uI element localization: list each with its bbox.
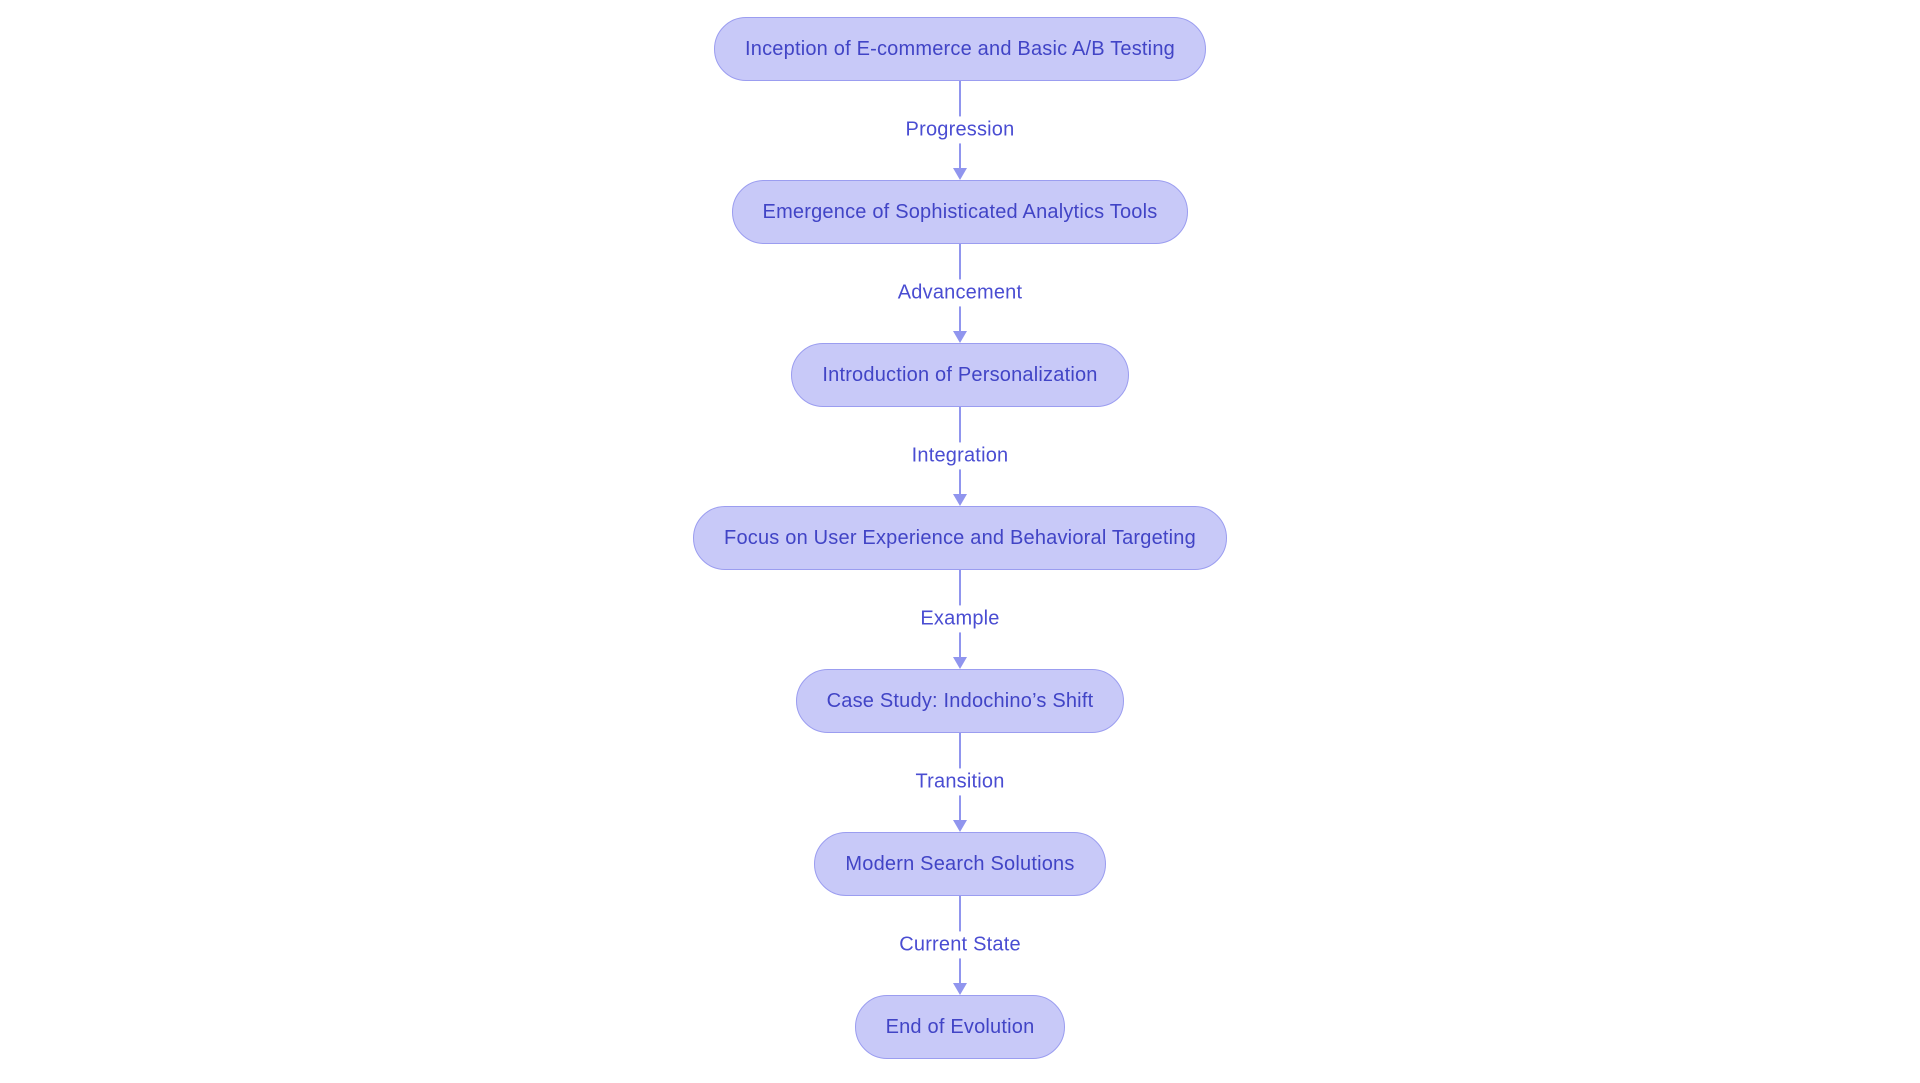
flow-node-label: Inception of E-commerce and Basic A/B Te… (745, 37, 1175, 60)
edge-label: Integration (903, 441, 1017, 469)
flow-node: Focus on User Experience and Behavioral … (693, 506, 1227, 570)
flow-edge: Advancement (830, 244, 1090, 343)
flow-node-label: Case Study: Indochino’s Shift (826, 689, 1094, 712)
edge-label: Progression (897, 115, 1023, 143)
arrowhead-down-icon (953, 331, 967, 343)
flow-node: Case Study: Indochino’s Shift (795, 669, 1125, 733)
flow-node: Emergence of Sophisticated Analytics Too… (731, 180, 1189, 244)
flow-edge: Progression (830, 81, 1090, 180)
flow-edge: Transition (830, 733, 1090, 832)
flow-node-label: Introduction of Personalization (822, 363, 1098, 386)
edge-label: Advancement (889, 278, 1031, 306)
arrowhead-down-icon (953, 657, 967, 669)
flow-edge: Example (830, 570, 1090, 669)
flow-node: End of Evolution (854, 995, 1066, 1059)
flow-node: Introduction of Personalization (791, 343, 1129, 407)
flow-edge: Current State (830, 896, 1090, 995)
arrowhead-down-icon (953, 983, 967, 995)
flow-node-label: Focus on User Experience and Behavioral … (724, 526, 1196, 549)
arrowhead-down-icon (953, 820, 967, 832)
edge-label: Example (912, 604, 1008, 632)
arrowhead-down-icon (953, 494, 967, 506)
flow-node-label: Emergence of Sophisticated Analytics Too… (762, 200, 1158, 223)
flow-node-label: End of Evolution (885, 1015, 1035, 1038)
flow-edge: Integration (830, 407, 1090, 506)
flow-node: Modern Search Solutions (814, 832, 1106, 896)
flow-node-label: Modern Search Solutions (845, 852, 1075, 875)
edge-label: Current State (891, 930, 1029, 958)
arrowhead-down-icon (953, 168, 967, 180)
flow-node: Inception of E-commerce and Basic A/B Te… (714, 17, 1206, 81)
edge-label: Transition (907, 767, 1013, 795)
